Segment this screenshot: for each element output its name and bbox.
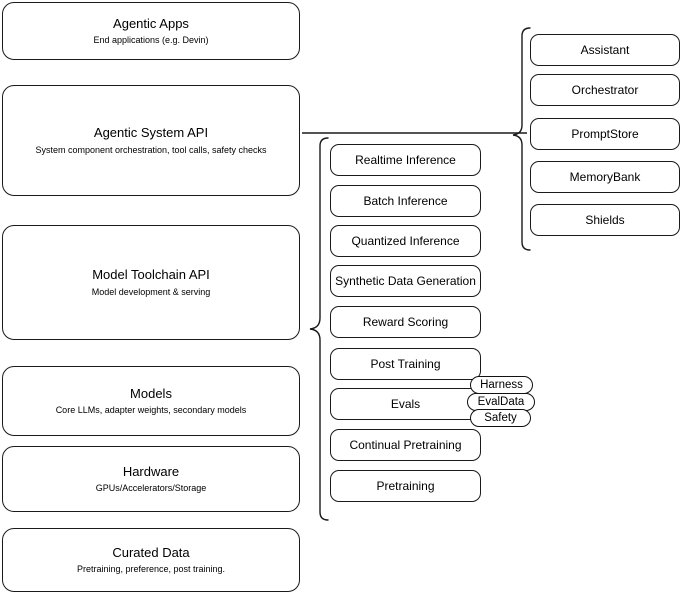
component-orchestrator[interactable]: Orchestrator (530, 74, 680, 106)
component-label: Quantized Inference (351, 234, 460, 248)
component-label: Batch Inference (363, 194, 448, 208)
component-label: Post Training (370, 357, 441, 371)
evals-subcomponent-evaldata[interactable]: EvalData (467, 393, 535, 411)
layer-subtitle: Core LLMs, adapter weights, secondary mo… (55, 405, 247, 415)
layer-subtitle: System component orchestration, tool cal… (35, 144, 267, 155)
toolchain-brace (309, 137, 329, 521)
component-label: Evals (390, 397, 421, 411)
layer-curated-data[interactable]: Curated Data Pretraining, preference, po… (2, 528, 300, 592)
system-components-brace (512, 27, 531, 251)
component-label: Continual Pretraining (349, 438, 462, 452)
component-synthetic-data-generation[interactable]: Synthetic Data Generation (330, 265, 481, 297)
component-memorybank[interactable]: MemoryBank (530, 161, 680, 193)
component-promptstore[interactable]: PromptStore (530, 118, 680, 150)
component-label: Realtime Inference (355, 153, 456, 167)
layer-model-toolchain-api[interactable]: Model Toolchain API Model development & … (2, 225, 300, 340)
component-pretraining[interactable]: Pretraining (330, 470, 481, 502)
layer-agentic-system-api[interactable]: Agentic System API System component orch… (2, 85, 300, 196)
component-realtime-inference[interactable]: Realtime Inference (330, 144, 481, 176)
component-reward-scoring[interactable]: Reward Scoring (330, 306, 481, 338)
pill-label: EvalData (477, 396, 525, 408)
component-continual-pretraining[interactable]: Continual Pretraining (330, 429, 481, 461)
system-api-connector-line (302, 132, 527, 134)
component-batch-inference[interactable]: Batch Inference (330, 185, 481, 217)
layer-hardware[interactable]: Hardware GPUs/Accelerators/Storage (2, 446, 300, 512)
layer-subtitle: Pretraining, preference, post training. (76, 564, 226, 574)
layer-subtitle: Model development & serving (91, 286, 211, 297)
component-shields[interactable]: Shields (530, 204, 680, 236)
component-label: Pretraining (376, 479, 435, 493)
layer-agentic-apps[interactable]: Agentic Apps End applications (e.g. Devi… (2, 2, 300, 60)
layer-title: Model Toolchain API (92, 267, 210, 283)
evals-subcomponent-harness[interactable]: Harness (470, 376, 533, 394)
layer-models[interactable]: Models Core LLMs, adapter weights, secon… (2, 366, 300, 436)
component-evals[interactable]: Evals (330, 388, 481, 420)
component-label: Orchestrator (571, 83, 639, 97)
layer-subtitle: End applications (e.g. Devin) (93, 35, 209, 45)
evals-subcomponent-safety[interactable]: Safety (470, 409, 531, 427)
layer-title: Curated Data (112, 544, 190, 560)
component-label: MemoryBank (569, 170, 641, 184)
component-label: Assistant (580, 43, 630, 57)
component-label: Shields (585, 213, 625, 227)
pill-label: Harness (480, 379, 523, 391)
component-assistant[interactable]: Assistant (530, 34, 680, 66)
component-quantized-inference[interactable]: Quantized Inference (330, 225, 481, 257)
component-label: Synthetic Data Generation (335, 274, 476, 288)
layer-title: Hardware (122, 463, 180, 479)
pill-label: Safety (484, 412, 517, 424)
layer-title: Models (130, 385, 172, 401)
component-label: Reward Scoring (362, 315, 449, 329)
layer-title: Agentic System API (93, 125, 209, 141)
component-label: PromptStore (571, 127, 639, 141)
component-post-training[interactable]: Post Training (330, 348, 481, 380)
layer-title: Agentic Apps (113, 15, 189, 31)
layer-subtitle: GPUs/Accelerators/Storage (95, 483, 207, 493)
